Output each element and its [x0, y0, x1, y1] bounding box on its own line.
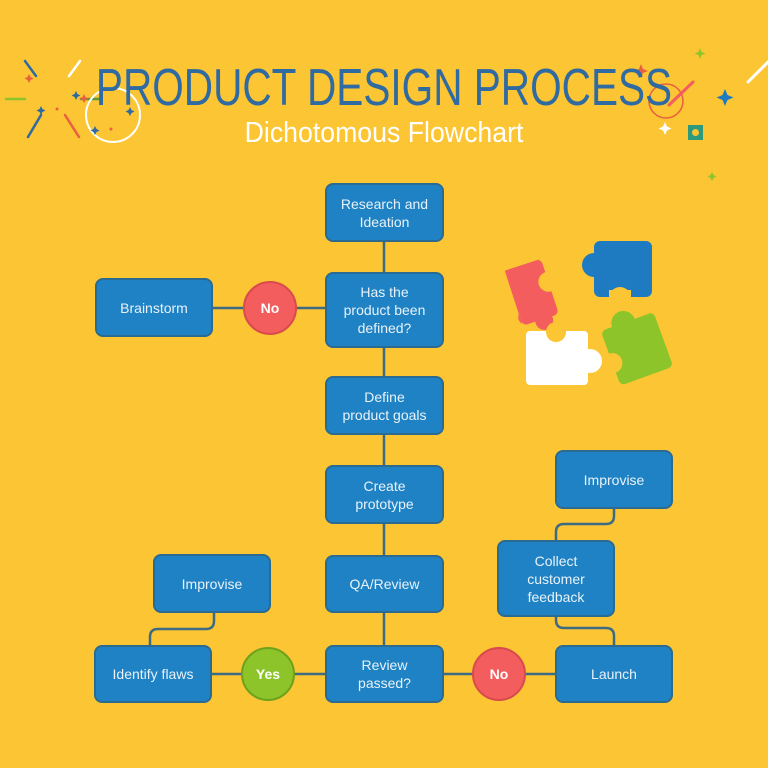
confetti-right-decoration [634, 48, 768, 181]
node-define-product-goals[interactable]: Define product goals [325, 376, 444, 435]
node-improvise-left[interactable]: Improvise [153, 554, 271, 613]
node-qa-review[interactable]: QA/Review [325, 555, 444, 613]
node-identify-flaws[interactable]: Identify flaws [94, 645, 212, 703]
puzzle-pieces-illustration [504, 241, 672, 385]
node-launch[interactable]: Launch [555, 645, 673, 703]
node-collect-customer-feedback[interactable]: Collect customer feedback [497, 540, 615, 617]
decision-no-top[interactable]: No [243, 281, 297, 335]
node-product-defined-question[interactable]: Has the product been defined? [325, 272, 444, 348]
node-research-ideation[interactable]: Research and Ideation [325, 183, 444, 242]
decision-no-bottom[interactable]: No [472, 647, 526, 701]
node-brainstorm[interactable]: Brainstorm [95, 278, 213, 337]
node-review-passed-question[interactable]: Review passed? [325, 645, 444, 703]
connector-launch-to-feedback [554, 617, 616, 645]
page-subtitle: Dichotomous Flowchart [244, 117, 524, 149]
node-create-prototype[interactable]: Create prototype [325, 465, 444, 524]
node-improvise-right[interactable]: Improvise [555, 450, 673, 509]
confetti-left-decoration [4, 59, 141, 143]
connector-feedback-to-improvise [554, 509, 616, 540]
decision-yes-bottom[interactable]: Yes [241, 647, 295, 701]
connector-flaws-to-improvise [148, 613, 216, 645]
page-title: PRODUCT DESIGN PROCESS [95, 59, 673, 117]
